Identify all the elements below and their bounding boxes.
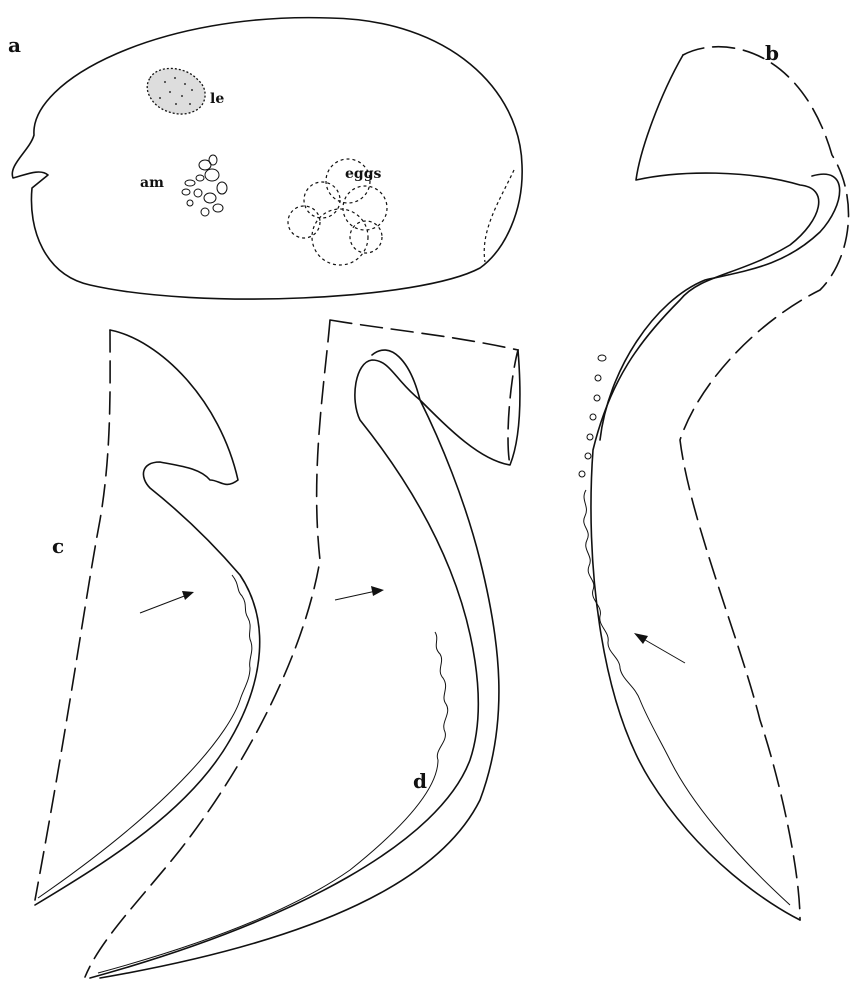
panel-b-label: b (765, 41, 779, 65)
panel-d-label: d (413, 769, 427, 793)
hook-c-serrated-margin (38, 575, 252, 898)
left-eye-spot (147, 68, 205, 114)
panel-d: d (85, 320, 520, 978)
label-am: am (140, 175, 164, 191)
label-eggs: eggs (345, 166, 381, 182)
hook-c-outline (35, 330, 260, 905)
panel-b: b (579, 41, 849, 920)
hook-c-arrow-head (182, 591, 194, 600)
hook-d-arrow-head (371, 586, 384, 596)
hook-c-arrow-shaft (140, 595, 187, 613)
hook-b-inner-edge (600, 174, 840, 440)
hook-d-outline (90, 350, 520, 978)
amoebocyte-cluster (182, 155, 227, 216)
hook-d-dashed-outline (85, 320, 518, 977)
hook-b-arrow-shaft (640, 637, 685, 663)
label-le: le (210, 91, 224, 107)
panel-c-label: c (52, 534, 64, 558)
hook-b-arrow-head (634, 633, 648, 644)
hook-b-outline (591, 55, 819, 920)
hook-c-dashed-outline (35, 330, 110, 900)
panel-c: c (35, 330, 260, 905)
panel-a-label: a (8, 33, 21, 57)
specimen-body-outline (12, 18, 522, 299)
hook-d-serrated-margin (98, 632, 448, 973)
hook-d-arrow-shaft (335, 591, 376, 600)
panel-a: a le am eggs (8, 18, 522, 299)
hook-d-inner-edge (100, 350, 499, 978)
